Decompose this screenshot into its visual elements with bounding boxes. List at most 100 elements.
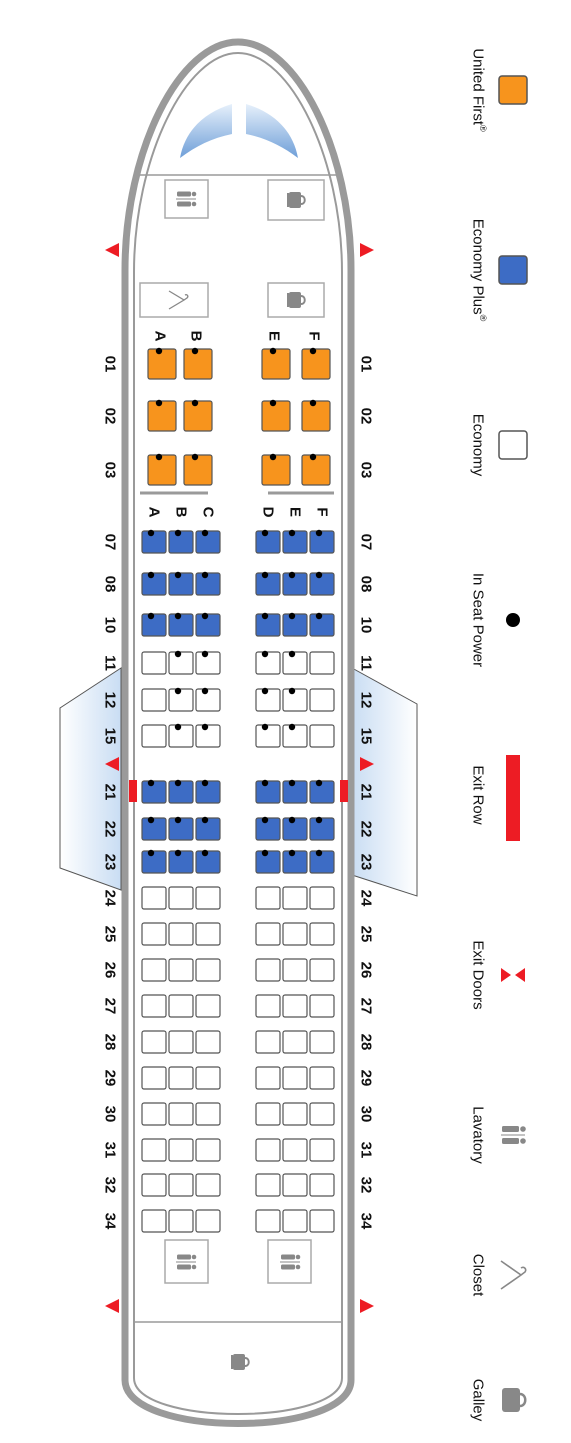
economy-seat (282, 1066, 308, 1090)
lavatory-icon (501, 1126, 526, 1144)
row-number: 32 (358, 1177, 375, 1194)
seat-box (282, 688, 308, 712)
seat-box (309, 886, 335, 910)
seat-box (147, 454, 177, 486)
seat-box (282, 780, 308, 804)
economy-plus-seat (168, 849, 194, 874)
seat-box (282, 958, 308, 982)
economy-plus-seat (168, 779, 194, 804)
row-number: 07 (358, 534, 375, 551)
row-number: 02 (102, 408, 119, 425)
seat-box (282, 1209, 308, 1233)
seat-box (141, 1209, 167, 1233)
row-number: 34 (358, 1213, 375, 1230)
seat-box (309, 1066, 335, 1090)
seat-box (255, 1138, 281, 1162)
seat-box (282, 994, 308, 1018)
seat-box (309, 724, 335, 748)
economy-seat (309, 688, 335, 712)
seat-box (141, 1173, 167, 1197)
economy-seat (168, 1066, 194, 1090)
first-class-seat (261, 453, 291, 486)
economy-plus-seat (282, 529, 308, 554)
economy-seat (168, 1173, 194, 1197)
economy-plus-seat (141, 529, 167, 554)
seat-box (261, 400, 291, 432)
economy-plus-seat (141, 612, 167, 637)
seat-box (141, 1102, 167, 1126)
row-number: 22 (102, 821, 119, 838)
seat-box (255, 530, 281, 554)
cup-body (289, 192, 301, 208)
economy-plus-seat (282, 571, 308, 596)
seat-box (195, 1138, 221, 1162)
power-dot-icon (315, 849, 323, 857)
cup-body (233, 1354, 245, 1370)
seat-box (255, 994, 281, 1018)
economy-seat (282, 958, 308, 982)
economy-seat (309, 1102, 335, 1126)
seat-box (255, 688, 281, 712)
seat-box (309, 780, 335, 804)
economy-seat (168, 886, 194, 910)
seat-box (141, 688, 167, 712)
row-number: 28 (358, 1034, 375, 1051)
hanger-shape (500, 1260, 527, 1290)
row-number: 12 (102, 692, 119, 709)
forward-galley-1 (267, 179, 325, 221)
exit-door-arrow-icon (105, 243, 119, 257)
row-number: 03 (358, 462, 375, 479)
cup-handle (300, 295, 306, 305)
first-class-seat (147, 399, 177, 432)
seat-box (141, 651, 167, 675)
seat-box (168, 572, 194, 596)
economy-plus-seat (195, 529, 221, 554)
economy-seat (309, 1066, 335, 1090)
seat-box (255, 1209, 281, 1233)
economy-plus-seat (141, 816, 167, 841)
seat-letter: F (306, 331, 323, 340)
seat-box (183, 400, 213, 432)
economy-seat (141, 1209, 167, 1233)
economy-seat (282, 922, 308, 946)
seat-box (282, 886, 308, 910)
seat-letter: C (200, 507, 217, 518)
seat-box (195, 613, 221, 637)
seat-box (195, 651, 221, 675)
economy-plus-seat (309, 779, 335, 804)
economy-seat (255, 1209, 281, 1233)
lavatory-figure-head (520, 1138, 526, 1144)
power-dot-icon (261, 529, 269, 537)
power-dot-icon (174, 612, 182, 620)
seat-box (195, 994, 221, 1018)
economy-seat (168, 958, 194, 982)
lavatory-figure-body (177, 201, 191, 207)
power-dot-icon (174, 849, 182, 857)
power-dot-icon (315, 779, 323, 787)
row-number: 10 (358, 617, 375, 634)
economy-seat (309, 994, 335, 1018)
seat-box (183, 348, 213, 380)
seat-box (309, 850, 335, 874)
exit-row-marker-right (340, 780, 348, 802)
seat-letter: D (260, 507, 277, 518)
lavatory-icon (176, 1254, 197, 1270)
seat-box (141, 572, 167, 596)
cup-rim (231, 1355, 233, 1369)
seat-box (168, 1030, 194, 1054)
exit-row-marker-left (129, 780, 137, 802)
seat-box (195, 1173, 221, 1197)
seat-box (168, 1173, 194, 1197)
seat-box (309, 613, 335, 637)
economy-seat (195, 1209, 221, 1233)
row-number: 24 (358, 890, 375, 907)
power-dot-icon (191, 453, 199, 461)
economy-seat (141, 1138, 167, 1162)
power-dot-icon (261, 612, 269, 620)
seat-box (282, 572, 308, 596)
lavatory-figure-body (177, 1264, 191, 1270)
economy-plus-seat (255, 816, 281, 841)
seat-box (195, 1066, 221, 1090)
economy-seat (309, 1173, 335, 1197)
